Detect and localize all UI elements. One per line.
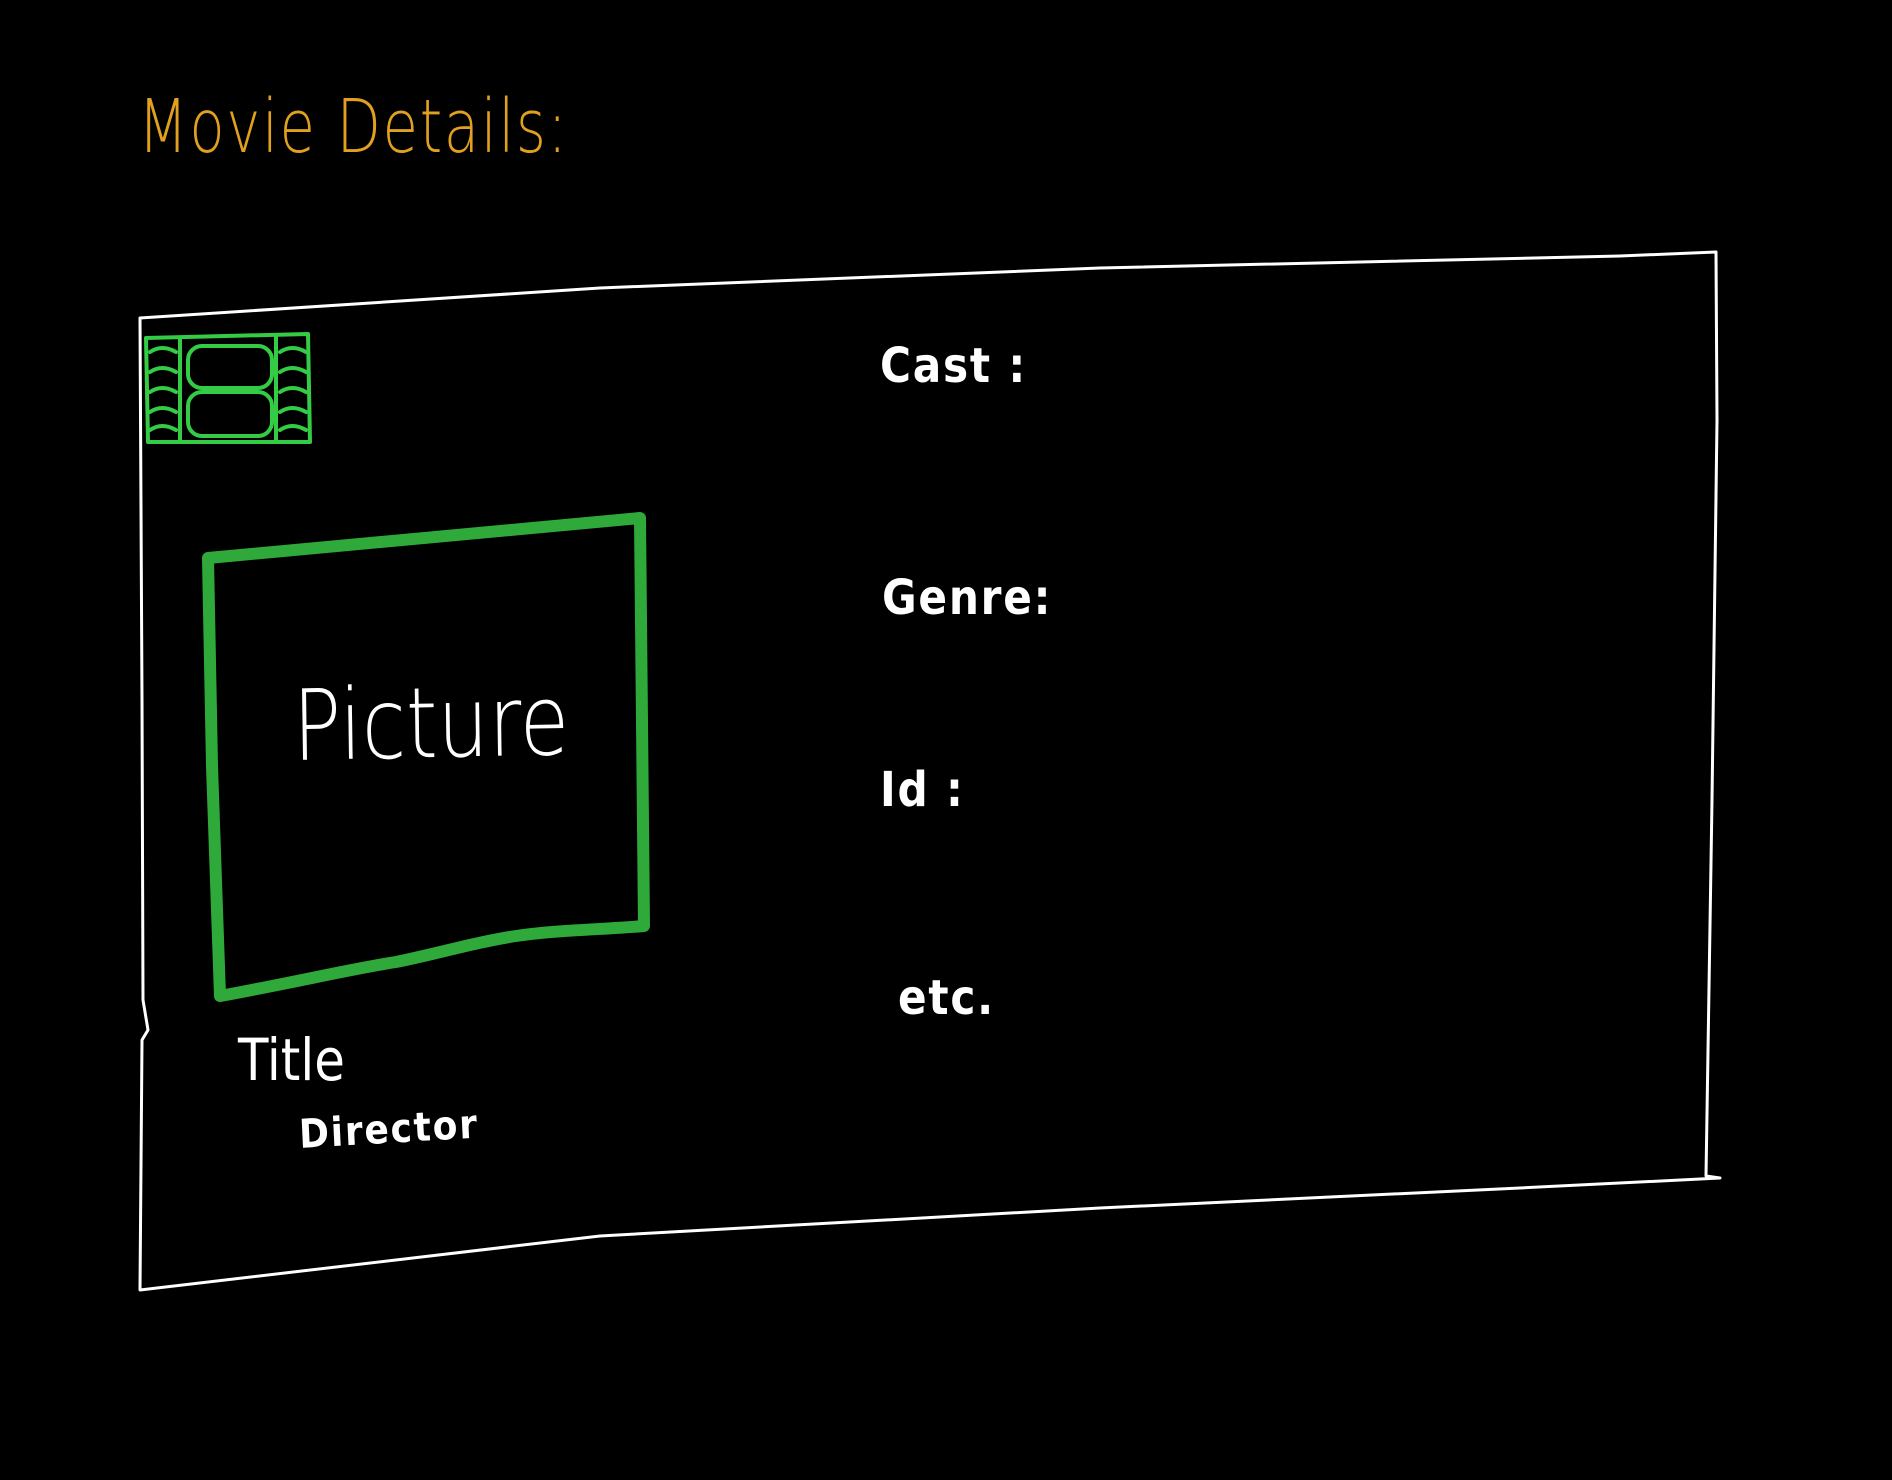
movie-picture-frame: [202, 512, 650, 1002]
page-title: Movie Details:: [138, 84, 569, 170]
genre-label: Genre:: [882, 570, 1053, 626]
cast-label: Cast :: [880, 338, 1028, 394]
id-label: Id :: [880, 762, 965, 818]
movie-title: Title: [238, 1026, 345, 1094]
movie-director: Director: [298, 1101, 480, 1158]
film-strip-icon: [144, 332, 312, 444]
etc-label: etc.: [898, 970, 995, 1026]
picture-placeholder-label: Picture: [292, 664, 570, 784]
